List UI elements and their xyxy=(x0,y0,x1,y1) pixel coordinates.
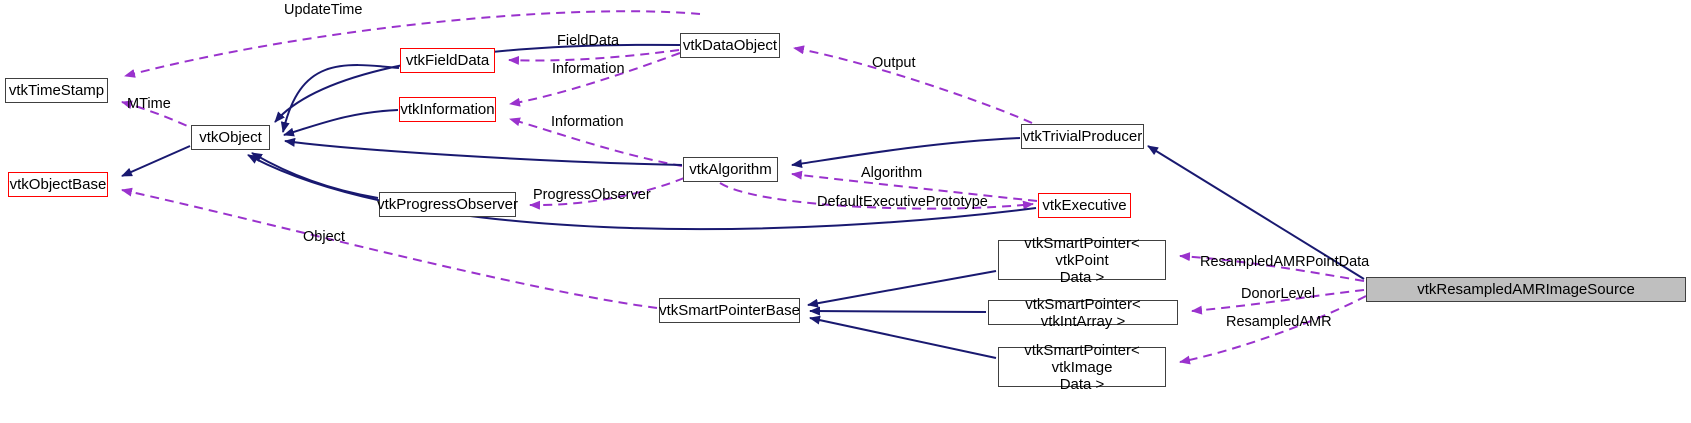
edge-algorithm xyxy=(791,170,1038,202)
node-vtkExecutive[interactable]: vtkExecutive xyxy=(1038,193,1131,218)
edge-object-fielddata xyxy=(280,64,400,133)
edge-information-algorithm xyxy=(509,117,683,167)
edge-resampledamr xyxy=(1179,295,1367,365)
edge-spbase-pointdata xyxy=(807,270,997,308)
edge-donorlevel xyxy=(1191,289,1365,315)
edge-label-defaultexecutiveprototype: DefaultExecutivePrototype xyxy=(817,194,988,210)
node-vtkSmartPointer-vtkPointData[interactable]: vtkSmartPointer< vtkPoint Data > xyxy=(998,235,1166,286)
node-vtkProgressObserver[interactable]: vtkProgressObserver xyxy=(377,192,518,217)
edge-label-resampledamrpointdata: ResampledAMRPointData xyxy=(1200,254,1370,270)
edge-object-progressobserver xyxy=(251,152,379,199)
node-vtkObject[interactable]: vtkObject xyxy=(191,125,270,150)
edge-label-updatetime: UpdateTime xyxy=(284,2,363,18)
edge-label-output: Output xyxy=(872,55,916,71)
edge-label-fielddata: FieldData xyxy=(557,33,620,49)
edge-resampledamrpointdata xyxy=(1179,252,1365,282)
edge-object-information xyxy=(283,109,399,137)
edge-updatetime xyxy=(124,10,701,78)
edge-label-progressobserver: ProgressObserver xyxy=(533,187,651,203)
node-vtkSmartPointer-vtkIntArray[interactable]: vtkSmartPointer< vtkIntArray > xyxy=(988,296,1178,330)
edge-spbase-intarray xyxy=(809,306,987,316)
node-vtkResampledAMRImageSource[interactable]: vtkResampledAMRImageSource xyxy=(1366,277,1686,302)
edge-output xyxy=(793,45,1033,124)
edge-label-information-dataobject: Information xyxy=(552,61,625,77)
edge-label-mtime: MTime xyxy=(127,96,171,112)
node-vtkDataObject[interactable]: vtkDataObject xyxy=(680,33,780,58)
node-vtkTimeStamp[interactable]: vtkTimeStamp xyxy=(5,78,108,103)
edge-algorithm-trivialproducer xyxy=(791,137,1021,169)
edge-label-donorlevel: DonorLevel xyxy=(1241,286,1316,302)
node-vtkInformation[interactable]: vtkInformation xyxy=(399,97,496,122)
node-vtkFieldData[interactable]: vtkFieldData xyxy=(400,48,495,73)
edge-label-information-algorithm: Information xyxy=(551,114,624,130)
edge-object xyxy=(121,187,658,309)
edge-trivialproducer-resampled xyxy=(1147,145,1365,280)
edge-label-object: Object xyxy=(303,229,345,245)
node-vtkTrivialProducer[interactable]: vtkTrivialProducer xyxy=(1021,124,1144,149)
edge-information-dataobject xyxy=(509,52,681,107)
node-vtkObjectBase[interactable]: vtkObjectBase xyxy=(8,172,108,197)
edge-progressobserver xyxy=(529,177,685,210)
edge-label-resampledamr: ResampledAMR xyxy=(1226,314,1332,330)
edge-objectbase-object xyxy=(121,145,191,177)
edge-spbase-imagedata xyxy=(809,315,997,359)
node-vtkSmartPointerBase[interactable]: vtkSmartPointerBase xyxy=(659,298,800,323)
edge-defaultexecutiveprototype xyxy=(719,182,1034,210)
edge-label-algorithm: Algorithm xyxy=(861,165,923,181)
node-vtkAlgorithm[interactable]: vtkAlgorithm xyxy=(683,157,778,182)
node-vtkSmartPointer-vtkImageData[interactable]: vtkSmartPointer< vtkImage Data > xyxy=(998,342,1166,393)
edge-object-executive xyxy=(247,154,1037,231)
edge-fielddata xyxy=(508,49,680,65)
edge-object-algorithm xyxy=(284,137,683,166)
